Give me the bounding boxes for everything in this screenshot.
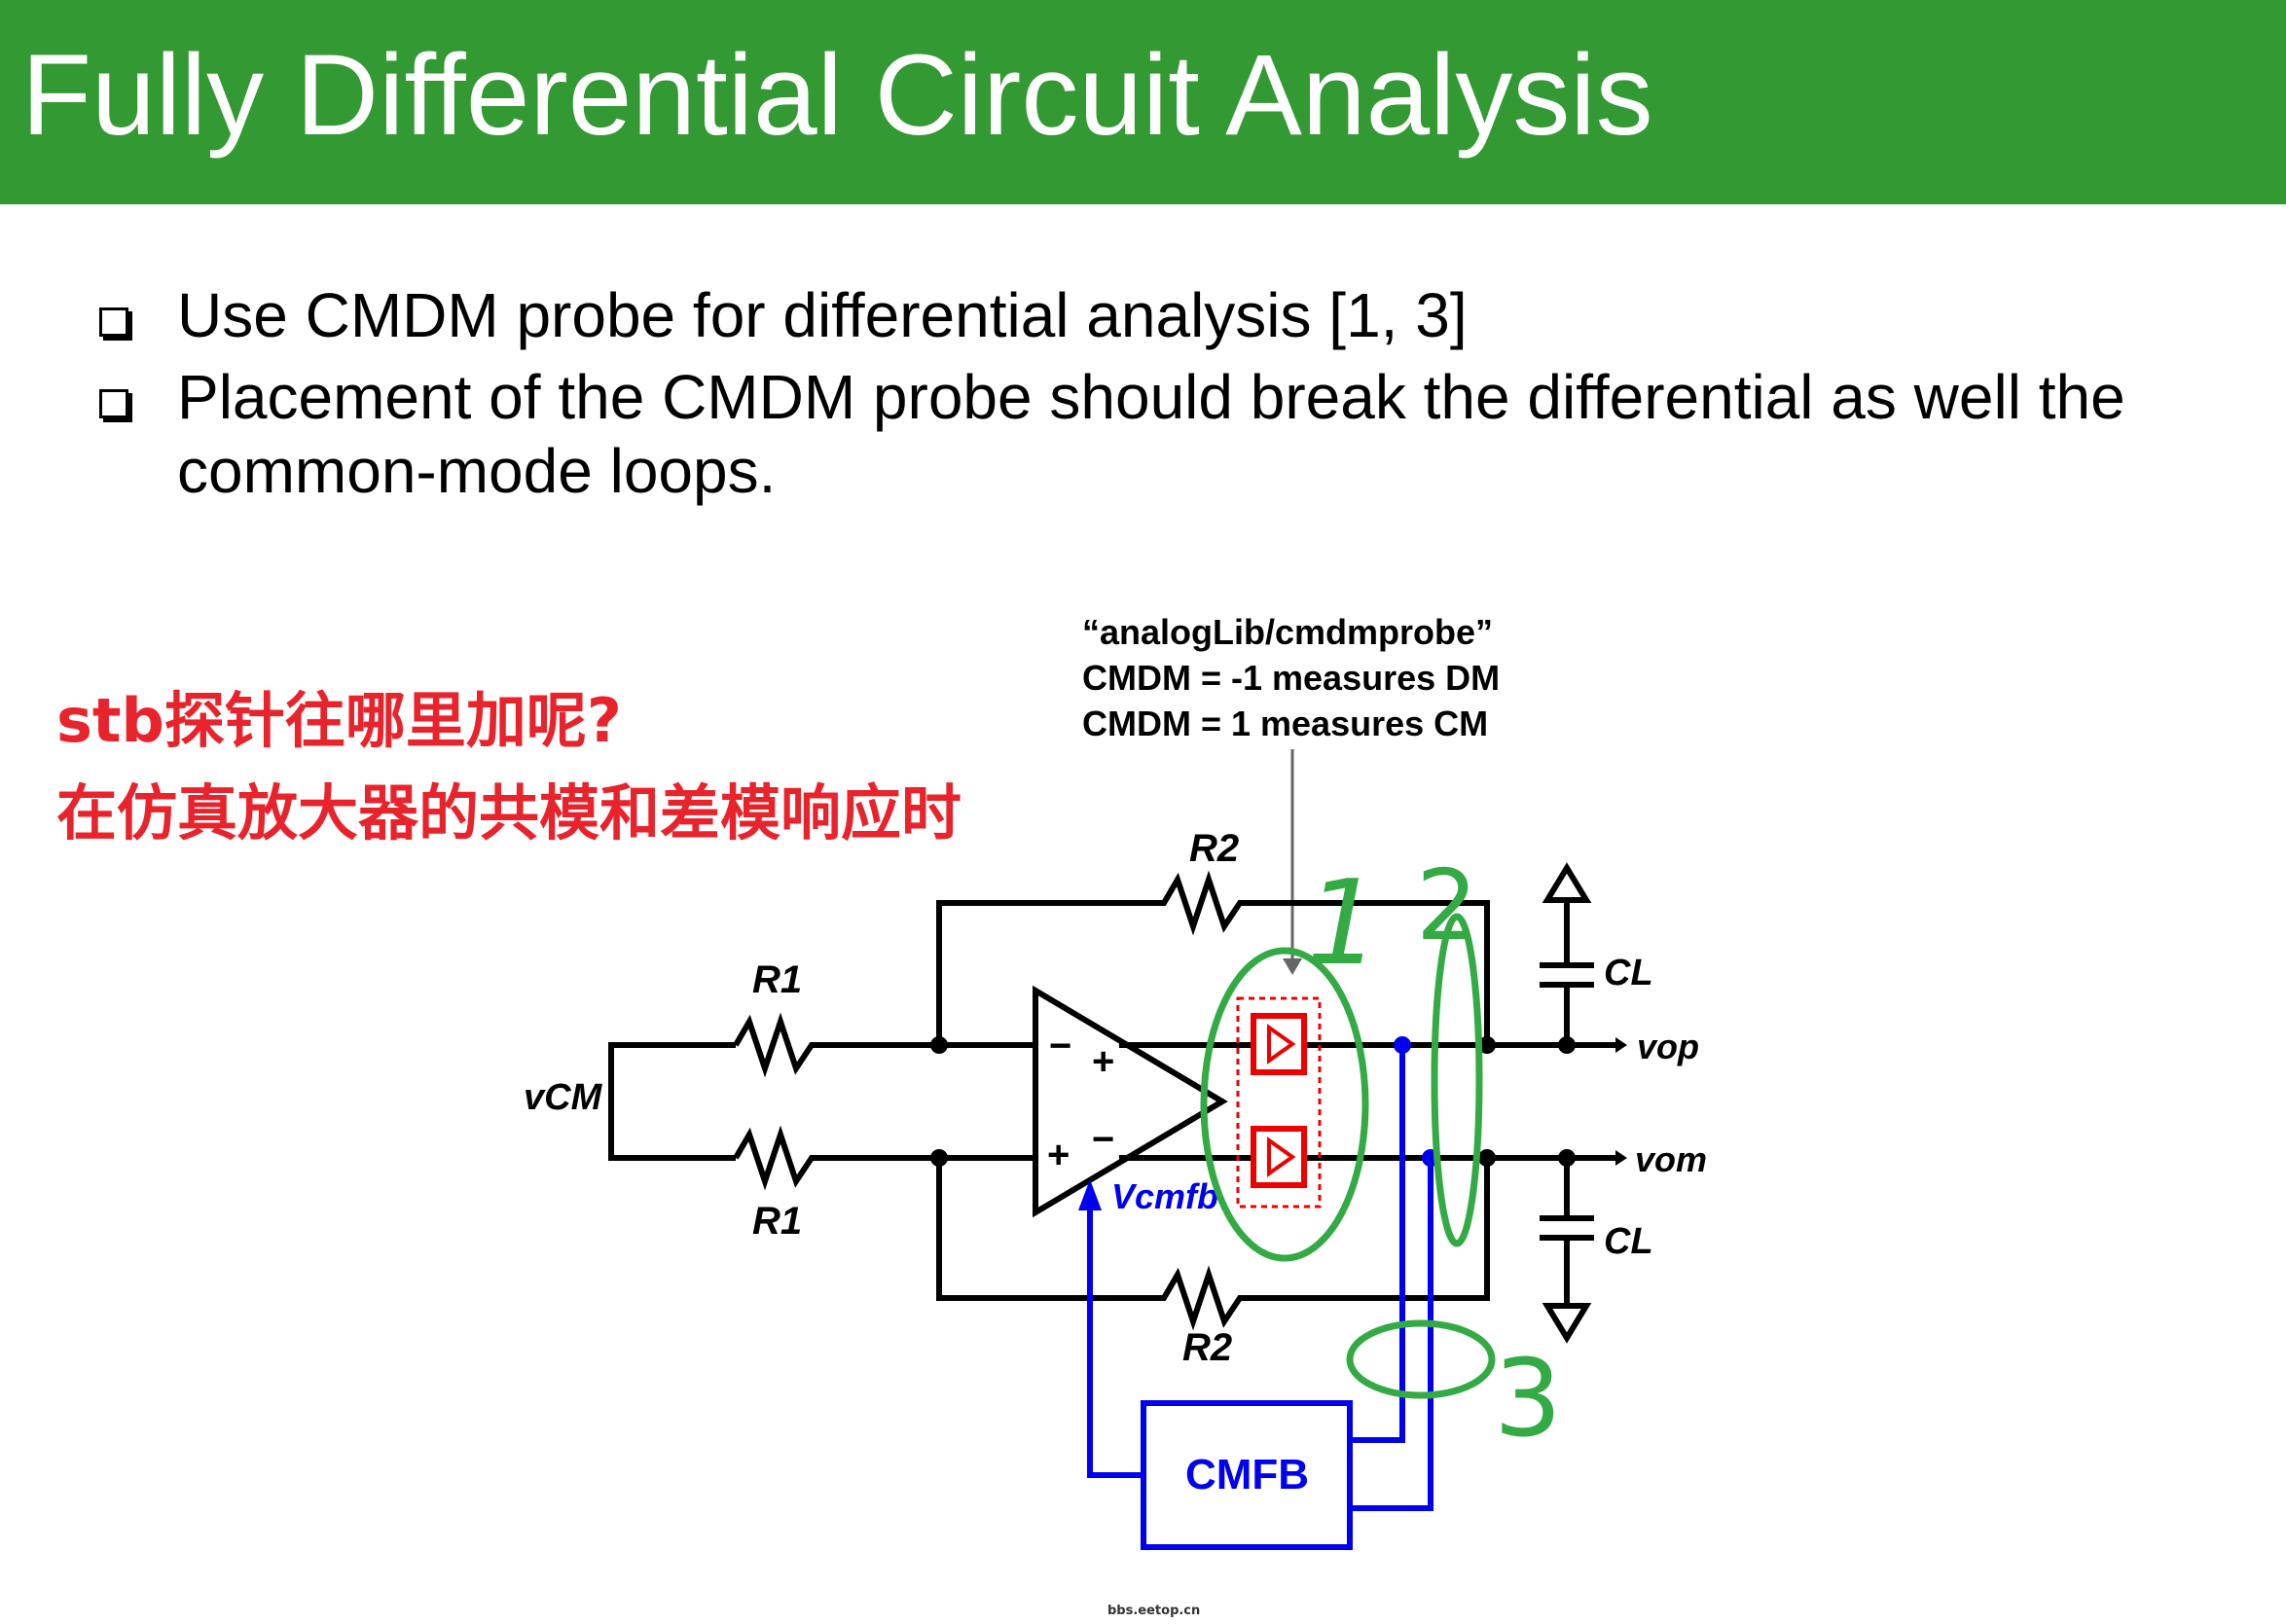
- probe-note-line3: CMDM = 1 measures CM: [1082, 704, 1488, 743]
- opamp-minus-top: −: [1049, 1025, 1071, 1067]
- vcmfb-arrow: [1078, 1179, 1102, 1210]
- handwritten-mark-3: 3: [1494, 1336, 1562, 1461]
- r2-bottom-label: R2: [1182, 1326, 1232, 1369]
- opamp-plus-top: +: [1092, 1040, 1114, 1083]
- handwritten-mark-2: 2: [1416, 848, 1478, 962]
- cmfb-label: CMFB: [1185, 1451, 1309, 1498]
- junction-dots: [930, 1036, 1576, 1167]
- cmfb-loop: [1087, 1045, 1433, 1550]
- r1-top-label: R1: [752, 958, 802, 1001]
- vcmfb-label: Vcmfb: [1111, 1176, 1218, 1216]
- handwritten-mark-1: 1: [1306, 856, 1380, 992]
- probe-note-line2: CMDM = -1 measures DM: [1082, 658, 1500, 698]
- probe-pointer-arrow: [1283, 958, 1302, 975]
- annotation-question: stb探针往哪里加呢?: [56, 685, 622, 756]
- checkbox-bullet-icon: [99, 307, 128, 337]
- vom-arrow: [1615, 1150, 1627, 1166]
- handwritten-marks: [1200, 913, 1496, 1399]
- cmdm-probe: [1236, 996, 1322, 1209]
- opamp-minus-bottom: −: [1092, 1118, 1114, 1161]
- bullet-text: Placement of the CMDM probe should break…: [177, 362, 2125, 506]
- checkbox-bullet-icon: [99, 389, 128, 418]
- circuit-wires: [608, 862, 1615, 1344]
- bullet-item: Use CMDM probe for differential analysis…: [80, 278, 2221, 352]
- vom-label: vom: [1635, 1139, 1707, 1179]
- r2-top-label: R2: [1189, 827, 1239, 870]
- footer-watermark: bbs.eetop.cn: [1107, 1604, 1201, 1618]
- title-bar: Fully Differential Circuit Analysis: [0, 0, 2286, 204]
- vcm-label: vCM: [524, 1077, 603, 1118]
- vop-label: vop: [1637, 1027, 1699, 1066]
- bullet-item: Placement of the CMDM probe should break…: [80, 360, 2221, 508]
- cl-bottom-label: CL: [1604, 1221, 1653, 1262]
- annotation-context: 在仿真放大器的共模和差模响应时: [56, 777, 962, 848]
- r1-bottom-label: R1: [752, 1200, 802, 1243]
- bullet-list: Use CMDM probe for differential analysis…: [80, 278, 2221, 516]
- bullet-text: Use CMDM probe for differential analysis…: [177, 280, 1468, 350]
- slide-title: Fully Differential Circuit Analysis: [21, 31, 1653, 160]
- vop-arrow: [1615, 1037, 1627, 1053]
- probe-note-line1: “analogLib/cmdmprobe”: [1082, 612, 1493, 652]
- opamp-plus-bottom: +: [1047, 1134, 1070, 1176]
- blue-junction-top: [1394, 1036, 1411, 1054]
- cl-top-label: CL: [1604, 953, 1653, 993]
